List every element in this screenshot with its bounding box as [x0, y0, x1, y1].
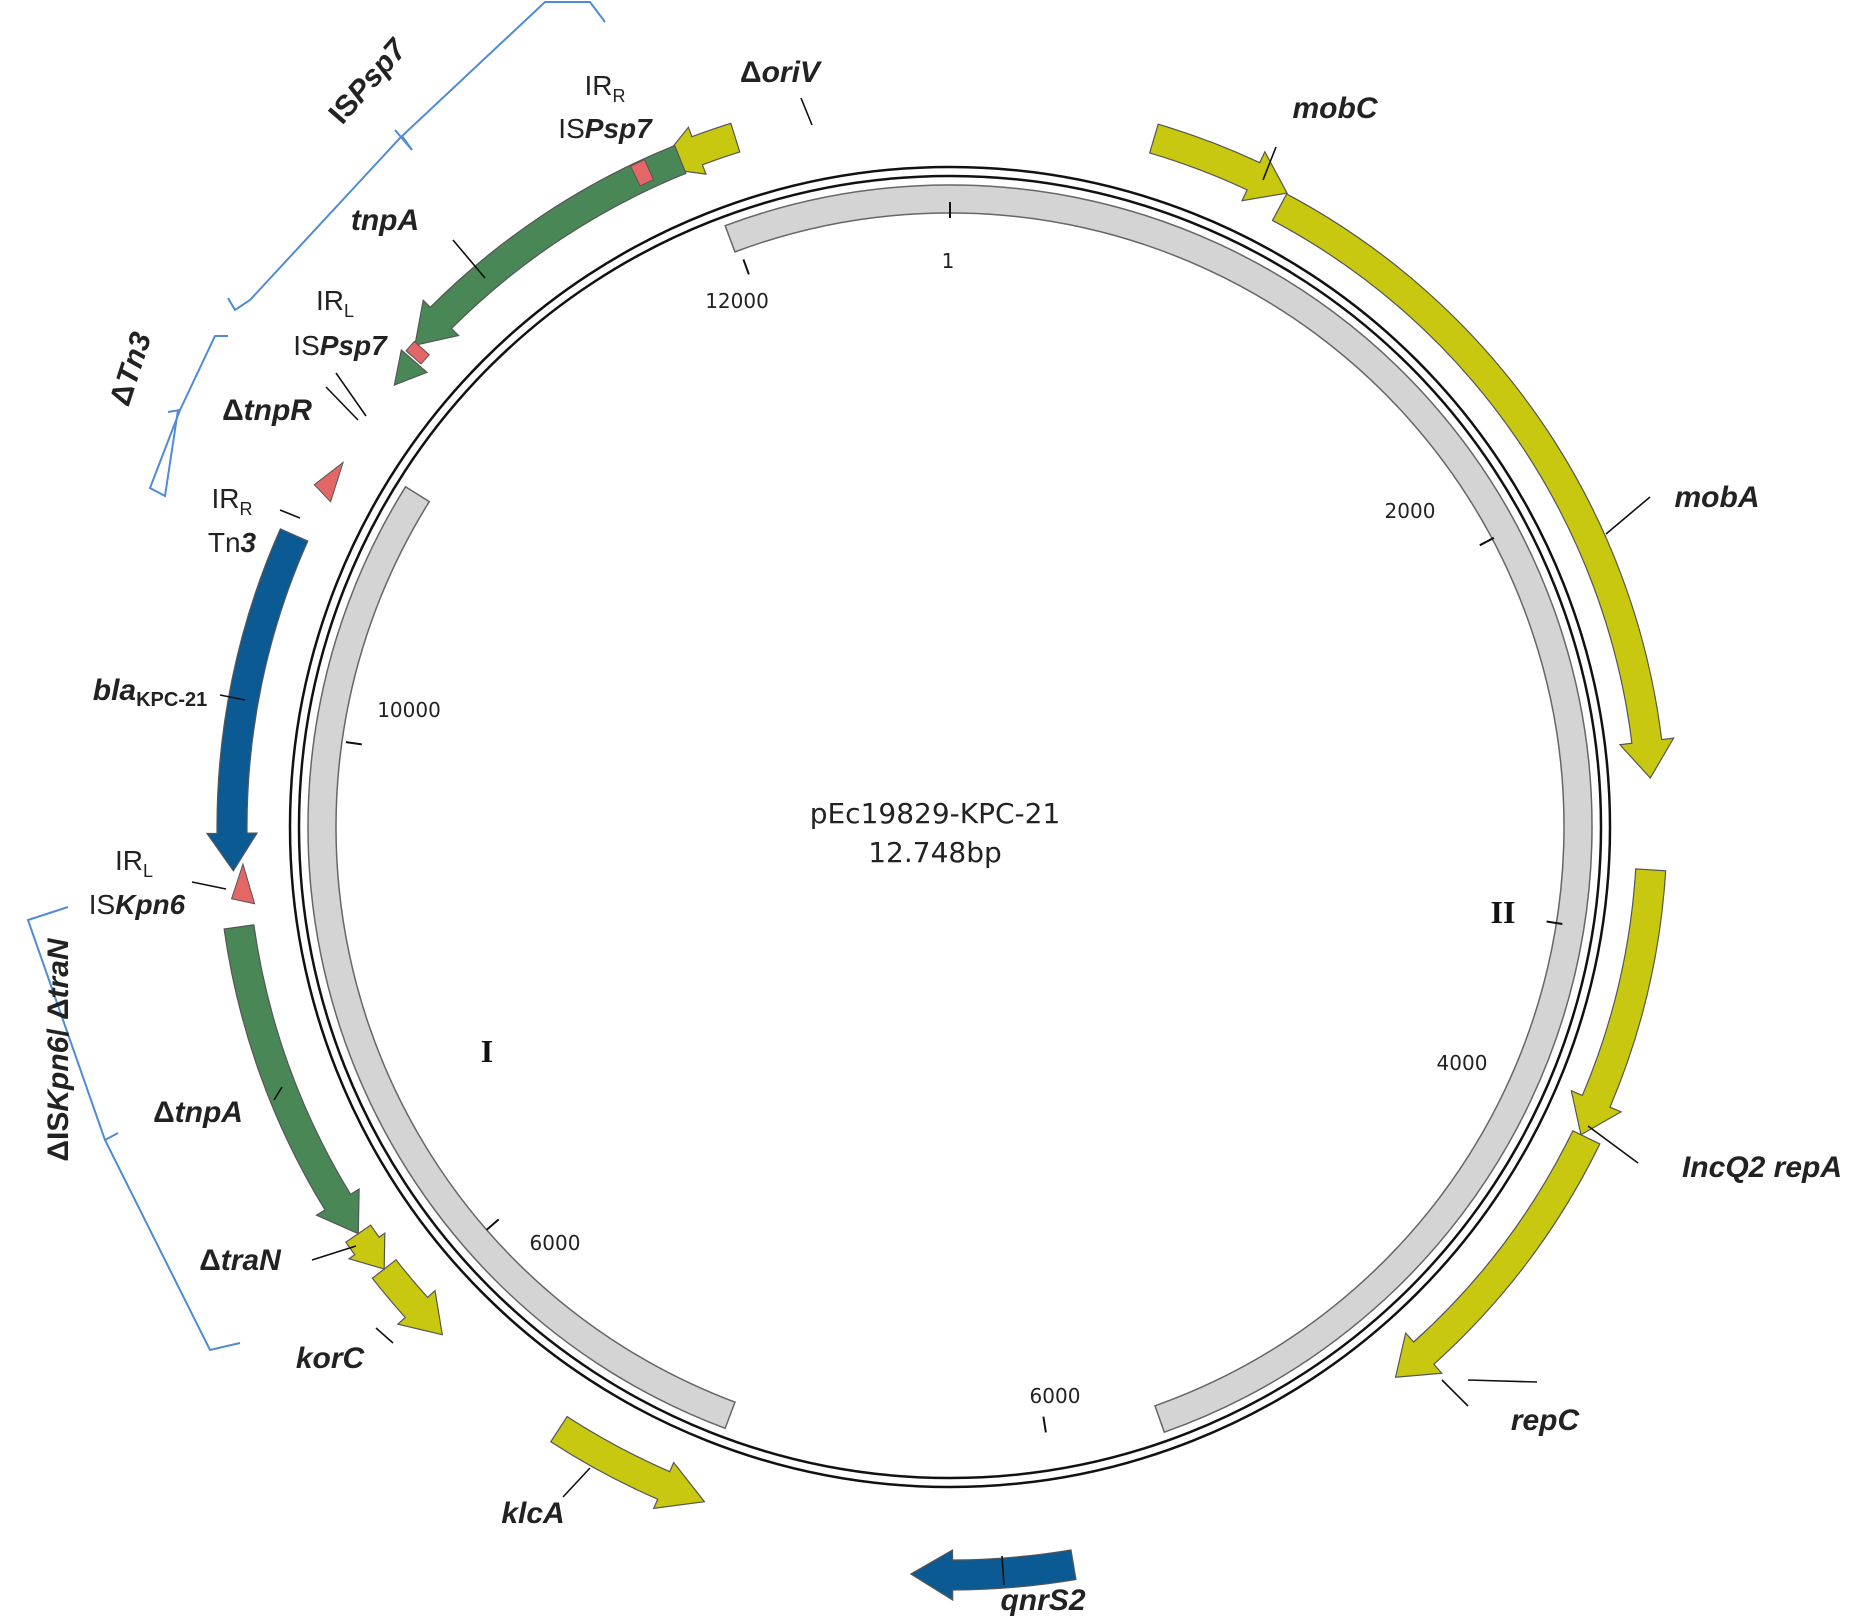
label-ir-l-kpn6-line1: IRL [115, 845, 153, 881]
tick-label-4000: 4000 [1437, 1051, 1488, 1075]
leader-oriv [800, 97, 813, 126]
leader-repc-ext [1467, 1379, 1538, 1383]
tick-label-2000: 2000 [1385, 499, 1436, 523]
leader-tnpa [452, 239, 486, 279]
leader-ir-r-tn3 [279, 509, 301, 519]
leader-repc [1441, 1379, 1469, 1407]
bracket-label-kpn6: ΔISKpn6/ ΔtraN [42, 937, 75, 1162]
label-ir-l-psp7-line2: ISPsp7 [293, 330, 388, 361]
ir-r-tn3-marker [313, 460, 345, 503]
region-label-ii: II [1491, 894, 1516, 930]
tick-label-10000: 10000 [377, 698, 441, 722]
label-repa: IncQ2 repA [1682, 1151, 1842, 1184]
gray-segments [307, 184, 1593, 1434]
leader-qnrs2 [1001, 1555, 1005, 1586]
ir-l-kpn6-marker [230, 862, 256, 905]
tick-marks [345, 202, 1563, 1433]
leader-tran [311, 1245, 357, 1261]
arrow-moba [1271, 193, 1675, 780]
arrow-korc [371, 1258, 444, 1336]
bracket-label-isp7: ISPsp7 [323, 32, 414, 130]
bracket-kpn6-tip [104, 1132, 119, 1141]
label-tran: ΔtraN [199, 1244, 282, 1277]
leader-klca [562, 1467, 591, 1498]
label-ir-r-tn3-line2: Tn3 [208, 527, 257, 558]
segment-left [307, 485, 736, 1430]
tick-label-6000-bottom: 6000 [1030, 1384, 1081, 1408]
arrow-mobc [1148, 123, 1289, 202]
tick-2000 [1479, 536, 1495, 547]
leader-lines [191, 97, 1651, 1586]
label-bla: blaKPC-21 [93, 674, 208, 711]
label-orivd: ΔoriV [740, 56, 823, 89]
plasmid-name: pEc19829-KPC-21 [810, 797, 1061, 830]
arrow-repc [1394, 1129, 1601, 1378]
label-repc: repC [1511, 1404, 1581, 1437]
label-ir-l-psp7-line1: IRL [316, 285, 354, 321]
tick-6000-bottom [1042, 1416, 1047, 1433]
leader-ir-l-kpn6 [191, 881, 227, 890]
arrow-repa [1570, 868, 1667, 1136]
tick-12000 [742, 259, 750, 275]
bracket-isp7 [227, 1, 606, 312]
arrow-tnpa-partial [223, 924, 360, 1235]
leader-korc [375, 1327, 394, 1344]
label-tnpa-partial: ΔtnpA [153, 1096, 243, 1129]
arrow-qnrs2 [909, 1548, 1077, 1602]
ir-l-psp7-marker [405, 340, 430, 365]
plasmid-size: 12.748bp [868, 836, 1002, 869]
ir-r-psp7-marker [629, 158, 655, 187]
label-ir-l-kpn6-line2: ISKpn6 [89, 889, 186, 920]
bracket-tn3-tip [167, 409, 181, 413]
label-ir-r-tn3-line1: IRR [212, 483, 253, 519]
leader-tnpa-partial [273, 1086, 283, 1101]
bracket-group [26, 1, 606, 1352]
tick-label-12000: 12000 [705, 289, 769, 313]
leader-moba [1605, 496, 1651, 535]
backbone-inner-ring [297, 174, 1603, 1480]
leader-mobc [1262, 146, 1277, 181]
bracket-isp7-tip [394, 129, 413, 151]
label-korc: korC [296, 1342, 366, 1375]
label-moba: mobA [1675, 481, 1760, 514]
tick-label-6000-left: 6000 [530, 1231, 581, 1255]
segment-main [724, 184, 1593, 1434]
tick-10000 [345, 741, 362, 746]
leader-ir-l-psp7 [335, 372, 367, 417]
label-mobc: mobC [1293, 92, 1379, 125]
arrow-klca [549, 1415, 706, 1510]
label-ir-r-psp7-line2: ISPsp7 [558, 113, 653, 144]
label-tnpa: tnpA [351, 204, 419, 237]
label-tnpr: ΔtnpR [222, 394, 312, 427]
leader-repa [1587, 1125, 1639, 1164]
backbone-outer-ring [288, 165, 1612, 1489]
label-ir-r-psp7-line1: IRR [585, 70, 626, 106]
label-klca: klcA [501, 1497, 564, 1530]
bracket-tn3 [148, 335, 228, 498]
tick-label-1: 1 [942, 249, 955, 273]
leader-tnpr [325, 386, 359, 421]
label-qnrs2: qnrS2 [1000, 1584, 1085, 1617]
tick-4000 [1546, 920, 1563, 925]
tick-6000-left [485, 1218, 500, 1231]
leader-bla [219, 694, 246, 701]
arrow-bla [205, 528, 309, 872]
bracket-label-tn3: ΔTn3 [104, 328, 159, 410]
gene-arrows [205, 122, 1675, 1602]
region-label-i: I [481, 1033, 493, 1069]
arrow-tnpr [393, 348, 429, 386]
